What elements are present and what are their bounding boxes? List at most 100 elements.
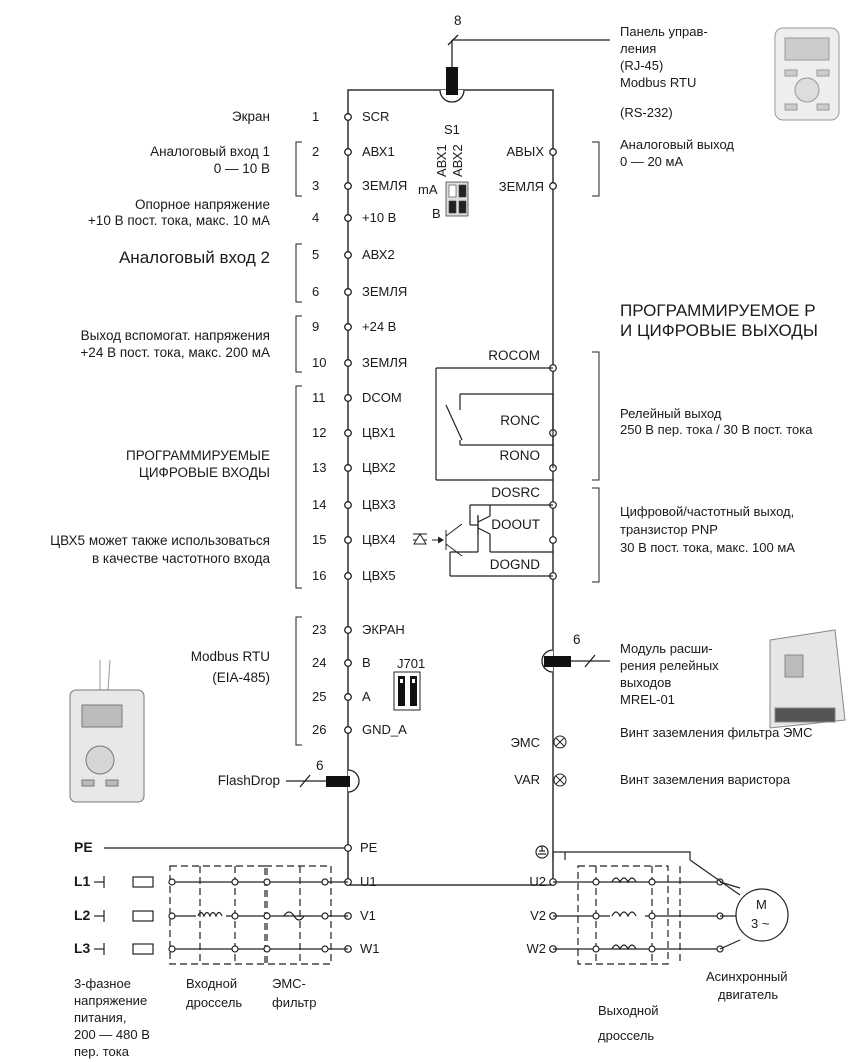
terminal-number: 2 — [312, 144, 320, 159]
pe-label: PE — [74, 839, 93, 855]
label-modbus-line1: Modbus RTU — [190, 649, 270, 664]
mrel-connector — [541, 649, 610, 673]
terminal-name: ЭКРАН — [362, 622, 405, 637]
relay-desc-line2: 250 В пер. тока / 30 В пост. тока — [620, 422, 813, 437]
supply-line5: пер. тока — [74, 1044, 129, 1059]
relay-circuit — [435, 364, 557, 481]
mrel-cable-callout: 6 — [573, 632, 581, 647]
w1-label: W1 — [360, 941, 380, 956]
label-screen: Экран — [231, 109, 270, 124]
var-screw-desc: Винт заземления варистора — [620, 772, 791, 787]
terminal-number: 9 — [312, 319, 320, 334]
left-terminal-circles — [344, 113, 352, 734]
terminal-name: A — [362, 689, 371, 704]
l1-label: L1 — [74, 873, 91, 889]
terminal-name: ЦВХ2 — [362, 460, 396, 475]
terminal-name: АВХ1 — [362, 144, 395, 159]
mrel-desc-line4: MREL-01 — [620, 692, 675, 707]
terminal-name: ЗЕМЛЯ — [362, 355, 408, 370]
dosrc-label: DOSRC — [491, 485, 540, 500]
terminal-name: ЦВХ3 — [362, 497, 396, 512]
var-terminal-label: VAR — [514, 772, 540, 787]
mrel-module-icon — [769, 629, 846, 729]
emc-terminal-label: ЭМС — [510, 735, 540, 750]
emc-screw-desc: Винт заземления фильтра ЭМС — [620, 725, 813, 740]
label-aux-line2: +24 В пост. тока, макс. 200 мА — [80, 345, 270, 360]
supply-line4: 200 — 480 В — [74, 1027, 150, 1042]
terminal-name: ЗЕМЛЯ — [362, 284, 408, 299]
do-desc-line2: транзистор PNP — [620, 522, 718, 537]
ao-terminal-label: АВЫХ — [506, 144, 544, 159]
terminal-number: 1 — [312, 109, 320, 124]
ao-desc-line2: 0 — 20 мА — [620, 154, 684, 169]
u1-label: U1 — [360, 874, 377, 889]
label-modbus-line2: (EIA-485) — [212, 670, 270, 685]
terminal-number: 3 — [312, 178, 320, 193]
terminal-name: ЦВХ5 — [362, 568, 396, 583]
emc-filter-line2: фильтр — [272, 995, 317, 1010]
output-choke-line2: дроссель — [598, 1028, 655, 1043]
power-input-wiring — [94, 844, 352, 965]
s1-ma-label: mA — [418, 182, 438, 197]
label-di-line1: ПРОГРАММИРУЕМЫЕ — [125, 448, 270, 463]
terminal-number: 4 — [312, 210, 320, 225]
terminal-number: 6 — [312, 284, 320, 299]
j701-jumper — [393, 671, 421, 711]
panel-label-3: (RJ-45) — [620, 58, 664, 73]
supply-line3: питания, — [74, 1010, 127, 1025]
terminal-number: 23 — [312, 622, 327, 637]
terminal-name: GND_A — [362, 722, 407, 737]
digital-output-circuit — [449, 501, 557, 580]
terminal-number: 10 — [312, 355, 327, 370]
terminal-name: +24 В — [362, 319, 397, 334]
label-di-line2: ЦИФРОВЫЕ ВХОДЫ — [138, 465, 270, 480]
doout-label: DOOUT — [491, 517, 540, 532]
relay-desc-line1: Релейный выход — [620, 406, 722, 421]
terminal-name: +10 В — [362, 210, 397, 225]
terminal-number: 15 — [312, 532, 327, 547]
v2-label: V2 — [530, 908, 546, 923]
mrel-desc-line2: рения релейных — [620, 658, 719, 673]
terminal-number: 24 — [312, 655, 327, 670]
label-ref-line2: +10 В пост. тока, макс. 10 мА — [87, 213, 270, 228]
l3-label: L3 — [74, 940, 91, 956]
terminal-number: 5 — [312, 247, 320, 262]
terminal-name: B — [362, 655, 371, 670]
panel-label-2: ления — [620, 41, 657, 56]
s1-v-label: В — [432, 206, 441, 221]
terminal-name: ЗЕМЛЯ — [362, 178, 408, 193]
v1-label: V1 — [360, 908, 376, 923]
optocoupler-icon — [413, 523, 463, 557]
supply-line2: напряжение — [74, 993, 148, 1008]
input-choke-line2: дроссель — [186, 995, 243, 1010]
terminal-name: ЦВХ4 — [362, 532, 396, 547]
motor-line1: Асинхронный — [706, 969, 788, 984]
prog-outputs-line1: ПРОГРАММИРУЕМОЕ Р — [620, 301, 816, 320]
pe-terminal-label: PE — [360, 840, 378, 855]
left-brackets — [295, 141, 302, 746]
terminal-number: 14 — [312, 497, 327, 512]
ao-desc-line1: Аналоговый выход — [620, 137, 734, 152]
right-brackets — [592, 141, 600, 583]
rono-label: RONO — [499, 448, 541, 463]
terminal-number: 11 — [312, 390, 326, 405]
terminal-number: 12 — [312, 425, 327, 440]
flashdrop-connector — [286, 769, 360, 793]
label-di5-line2: в качестве частотного входа — [91, 551, 270, 566]
grounding-screws — [553, 735, 567, 787]
dognd-label: DOGND — [489, 557, 540, 572]
rj45-connector — [439, 34, 610, 103]
terminal-number: 13 — [312, 460, 327, 475]
do-desc-line3: 30 В пост. тока, макс. 100 мА — [620, 540, 795, 555]
rocom-label: ROCOM — [488, 348, 540, 363]
label-di5-line1: ЦВХ5 может также использоваться — [50, 533, 270, 548]
s1-ai2-label: АВХ2 — [450, 144, 465, 177]
power-output-wiring — [535, 845, 789, 965]
output-choke-line1: Выходной — [598, 1003, 659, 1018]
terminal-number: 25 — [312, 689, 327, 704]
motor-m-label: M — [756, 897, 767, 912]
flashdrop-tool-icon — [69, 659, 145, 803]
terminal-name: SCR — [362, 109, 390, 124]
